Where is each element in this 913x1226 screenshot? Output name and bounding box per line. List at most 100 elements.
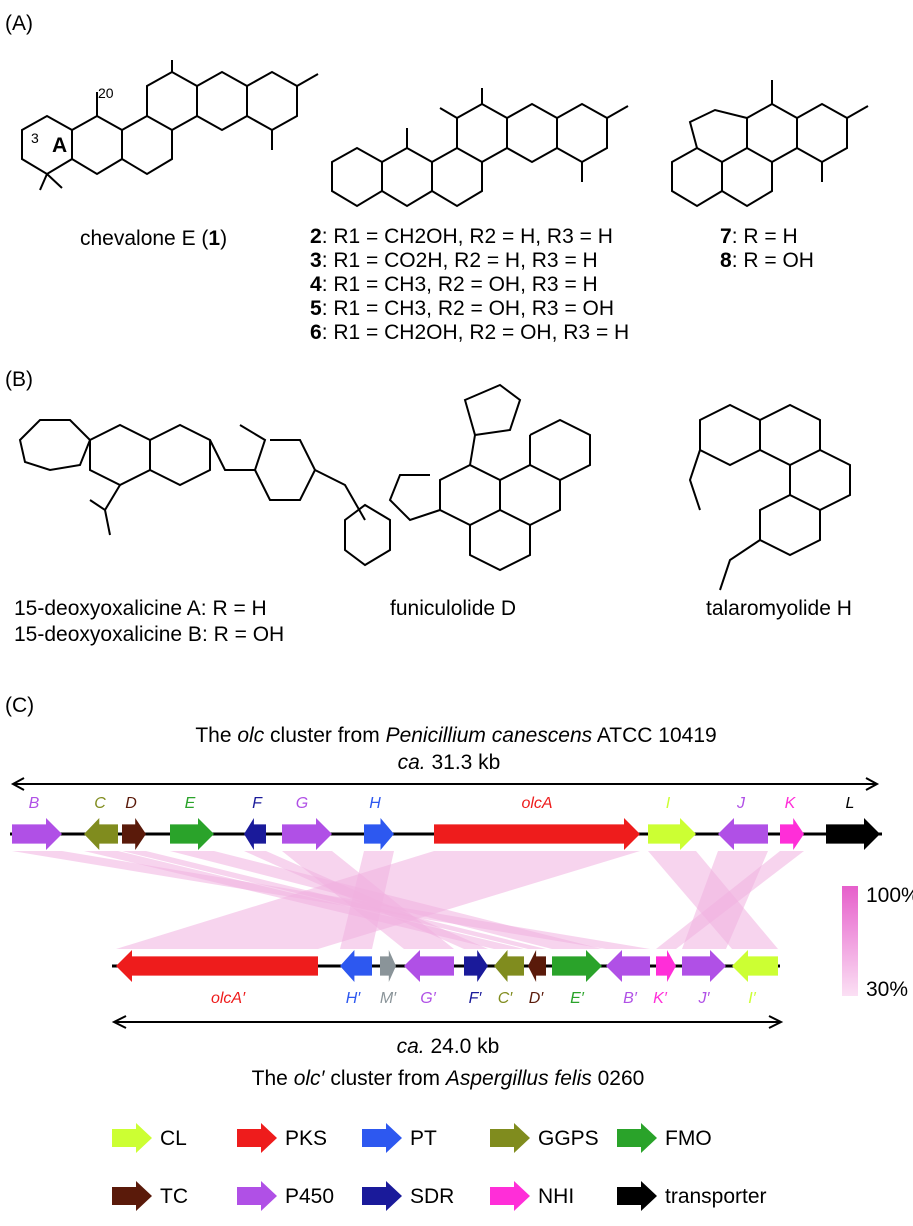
panel-label-b: (B) xyxy=(5,368,33,391)
bottom-gene-arrow-8 xyxy=(606,950,650,982)
legend-label-2: PT xyxy=(410,1127,437,1150)
similarity-link-10 xyxy=(656,851,804,949)
bottom-gene-label-3: G′ xyxy=(420,990,436,1007)
top-gene-label-5: G xyxy=(296,795,308,812)
legend-label-7: SDR xyxy=(410,1185,454,1208)
label-talaromyolide-h: talaromyolide H xyxy=(706,597,852,620)
bottom-gene-arrow-5 xyxy=(494,950,524,982)
legend-swatch-5 xyxy=(112,1181,152,1211)
top-gene-arrow-0 xyxy=(12,818,62,850)
top-gene-arrow-8 xyxy=(648,818,696,850)
top-gene-label-8: I xyxy=(666,795,671,812)
legend-swatch-2 xyxy=(362,1123,402,1153)
legend-label-8: NHI xyxy=(538,1185,574,1208)
bottom-gene-arrow-2 xyxy=(380,950,396,982)
top-gene-arrow-2 xyxy=(122,818,146,850)
top-gene-label-3: E xyxy=(185,795,196,812)
ring-label-a: A xyxy=(52,134,67,157)
bottom-gene-arrow-3 xyxy=(404,950,454,982)
bottom-gene-arrow-11 xyxy=(732,950,778,982)
legend-swatch-7 xyxy=(362,1181,402,1211)
legend-swatch-1 xyxy=(237,1123,277,1153)
top-gene-arrow-9 xyxy=(718,818,768,850)
structure-funiculolide-d xyxy=(388,383,591,572)
bottom-gene-arrow-9 xyxy=(656,950,676,982)
top-gene-label-11: L xyxy=(846,795,855,812)
panel-label-a: (A) xyxy=(5,12,33,35)
compound-5-text: 5: R1 = CH3, R2 = OH, R3 = OH xyxy=(310,297,614,320)
compound-2-text: 2: R1 = CH2OH, R2 = H, R3 = H xyxy=(310,225,613,248)
identity-scale-max: 100% xyxy=(866,884,913,907)
legend-swatch-8 xyxy=(490,1181,530,1211)
bottom-gene-label-6: D′ xyxy=(529,990,545,1007)
bottom-gene-label-2: M′ xyxy=(380,990,397,1007)
legend-swatch-6 xyxy=(237,1181,277,1211)
top-gene-label-2: D xyxy=(125,795,137,812)
bottom-gene-arrow-10 xyxy=(682,950,726,982)
bottom-gene-label-7: E′ xyxy=(570,990,585,1007)
top-size-bar xyxy=(10,777,880,791)
compound-6-text: 6: R1 = CH2OH, R2 = OH, R3 = H xyxy=(310,321,629,344)
legend-label-1: PKS xyxy=(285,1127,327,1150)
top-gene-label-9: J xyxy=(736,795,746,812)
top-gene-arrow-4 xyxy=(244,818,266,850)
identity-scale-min: 30% xyxy=(866,978,908,1001)
bottom-gene-arrow-7 xyxy=(552,950,602,982)
legend-swatch-3 xyxy=(490,1123,530,1153)
similarity-links xyxy=(12,851,804,949)
top-gene-arrow-1 xyxy=(84,818,118,850)
top-gene-arrow-3 xyxy=(170,818,214,850)
top-gene-label-1: C xyxy=(94,795,106,812)
compound-4-text: 4: R1 = CH3, R2 = OH, R3 = H xyxy=(310,273,598,296)
legend-label-0: CL xyxy=(160,1127,187,1150)
structure-compounds-7-8 xyxy=(671,80,869,208)
similarity-link-7 xyxy=(116,851,640,949)
bottom-gene-label-9: K′ xyxy=(653,990,668,1007)
top-gene-arrow-5 xyxy=(282,818,332,850)
bottom-gene-label-8: B′ xyxy=(623,990,638,1007)
compound-3-text: 3: R1 = CO2H, R2 = H, R3 = H xyxy=(310,249,598,272)
label-compound-1: chevalone E (1) xyxy=(80,227,227,250)
legend-label-9: transporter xyxy=(665,1185,767,1208)
bottom-gene-label-5: C′ xyxy=(498,990,514,1007)
top-cluster-title: The olc cluster from Penicillium canesce… xyxy=(195,724,716,747)
bottom-gene-arrows: olcA′H′M′G′F′C′D′E′B′K′J′I′ xyxy=(116,950,778,1007)
bottom-gene-label-4: F′ xyxy=(469,990,483,1007)
top-gene-label-10: K xyxy=(785,795,797,812)
label-funiculolide-d: funiculolide D xyxy=(390,597,516,620)
panel-label-c: (C) xyxy=(5,694,34,717)
top-gene-label-0: B xyxy=(29,795,40,812)
top-gene-label-4: F xyxy=(252,795,263,812)
gene-type-legend: CL PKS PT GGPS FMO TC P450 SDR NHI transporter xyxy=(112,1123,767,1211)
bottom-gene-label-10: J′ xyxy=(698,990,711,1007)
legend-label-5: TC xyxy=(160,1185,188,1208)
legend-swatch-9 xyxy=(617,1181,657,1211)
bottom-cluster-title: The olc′ cluster from Aspergillus felis … xyxy=(252,1067,645,1090)
identity-scale-bar xyxy=(842,886,858,996)
compound-series-2-6: 2: R1 = CH2OH, R2 = H, R3 = H 3: R1 = CO… xyxy=(310,225,629,344)
top-gene-label-7: olcA xyxy=(521,795,552,812)
legend-swatch-4 xyxy=(617,1123,657,1153)
legend-label-4: FMO xyxy=(665,1127,712,1150)
top-gene-arrow-7 xyxy=(434,818,640,850)
legend-label-3: GGPS xyxy=(538,1127,599,1150)
structure-compounds-2-6 xyxy=(331,88,629,208)
legend-label-6: P450 xyxy=(285,1185,334,1208)
label-oxalicine-b: 15-deoxyoxalicine B: R = OH xyxy=(14,623,284,646)
structure-talaromyolide-h xyxy=(688,403,851,591)
bottom-gene-label-11: I′ xyxy=(748,990,756,1007)
bottom-gene-label-1: H′ xyxy=(346,990,362,1007)
bottom-gene-arrow-4 xyxy=(464,950,488,982)
top-gene-label-6: H xyxy=(369,795,381,812)
bottom-gene-arrow-1 xyxy=(340,950,372,982)
bottom-size-bar xyxy=(111,1015,784,1029)
label-oxalicine-a: 15-deoxyoxalicine A: R = H xyxy=(14,597,267,620)
legend-swatch-0 xyxy=(112,1123,152,1153)
top-gene-arrow-11 xyxy=(826,818,880,850)
bottom-gene-arrow-6 xyxy=(528,950,546,982)
bottom-cluster-size: ca. 24.0 kb xyxy=(397,1035,500,1058)
bottom-gene-arrow-0 xyxy=(116,950,318,982)
structure-chevalone-e xyxy=(21,60,319,191)
